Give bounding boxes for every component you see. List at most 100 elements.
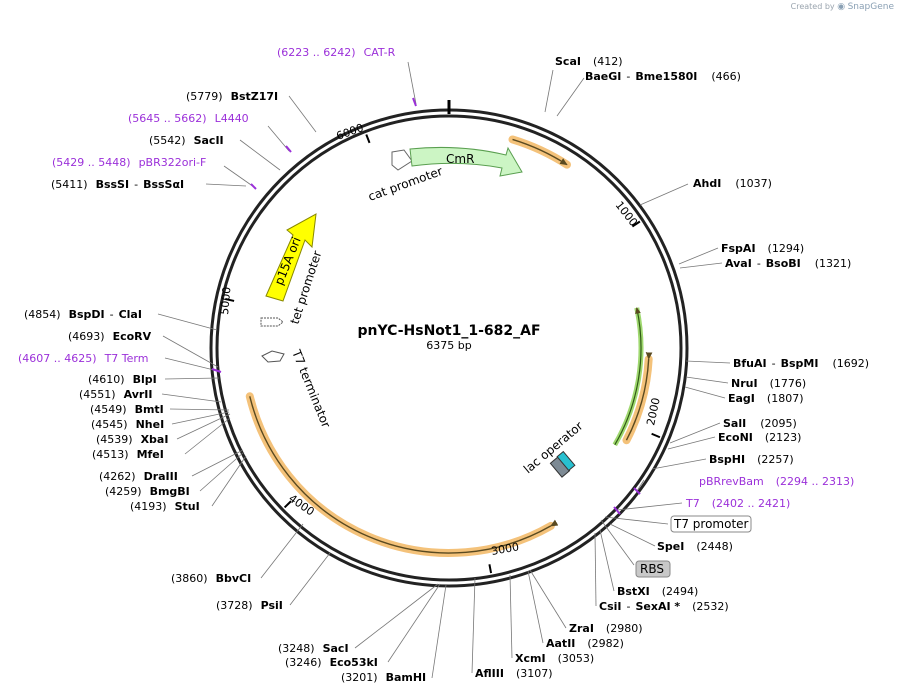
enzyme-labels-right: ScaI(412) BaeGI-Bme1580I(466) AhdI(1037)…	[475, 55, 869, 680]
cmr-label: CmR	[446, 152, 474, 166]
leader-line-4	[679, 262, 723, 269]
enzyme-aatii[interactable]: AatII(2982)	[546, 637, 624, 650]
lac-operator-label: lac operator	[521, 419, 586, 477]
primer-mark-pbrrevbam	[633, 487, 641, 495]
enzyme-bfuai[interactable]: BfuAI-BspMI(1692)	[733, 357, 869, 370]
orf-right-frame-arrow[interactable]	[625, 352, 653, 441]
leader-line-15	[527, 570, 544, 644]
enzyme-saci[interactable]: (3248)SacI	[278, 642, 349, 655]
primer-t7-term[interactable]: (4607 .. 4625)T7 Term	[18, 352, 148, 365]
tet-promoter-arrow-icon	[260, 317, 284, 327]
primer-l4440[interactable]: (5645 .. 5662)L4440	[128, 112, 249, 125]
brand-prefix: Created by	[790, 2, 835, 11]
enzyme-xcmi[interactable]: XcmI(3053)	[515, 652, 594, 665]
primer-pbrrevbam[interactable]: pBRrevBam(2294 .. 2313)	[699, 475, 854, 488]
backbone-inner-ring	[215, 114, 683, 582]
enzyme-fspai[interactable]: FspAI(1294)	[721, 242, 804, 255]
feature-lac-operator[interactable]: lac operator	[521, 419, 586, 478]
lac-operator-cyan-icon	[556, 450, 576, 472]
primer-cat-r[interactable]: (6223 .. 6242)CAT-R	[277, 46, 396, 59]
enzyme-labels-bottom-left: (3201)BamHI (3246)Eco53kI (3248)SacI (37…	[24, 90, 426, 684]
primer-site-marks	[211, 97, 641, 515]
leader-line-10	[651, 458, 707, 470]
enzyme-scai[interactable]: ScaI(412)	[555, 55, 623, 68]
enzyme-bspdi[interactable]: (4854)BspDI-ClaI	[24, 308, 142, 321]
brand-credit: Created by ◉ SnapGene	[791, 2, 894, 12]
plasmid-size: 6375 bp	[426, 339, 471, 352]
enzyme-nhei[interactable]: (4545)NheI	[91, 418, 164, 431]
enzyme-bstxi[interactable]: BstXI(2494)	[617, 585, 698, 598]
enzyme-spei[interactable]: SpeI(2448)	[657, 540, 733, 553]
t7-terminator-label: T7 terminator	[289, 347, 333, 430]
primer-pbr322ori-f[interactable]: (5429 .. 5448)pBR322ori-F	[52, 156, 206, 169]
enzyme-csii[interactable]: CsiI-SexAI *(2532)	[599, 600, 729, 613]
leader-line-18	[431, 584, 447, 679]
boxed-label-rbs[interactable]: RBS	[635, 560, 671, 578]
feature-cmr[interactable]: CmR	[409, 146, 523, 177]
orf-cmr-frame-arrow[interactable]	[512, 138, 568, 166]
orf-large-frame-arrow[interactable]	[249, 396, 559, 554]
cmr-arrow-icon	[409, 146, 523, 177]
snapgene-logo-icon: ◉	[837, 2, 846, 12]
enzyme-afliii[interactable]: AflIII(3107)	[475, 667, 553, 680]
enzyme-bbvci[interactable]: (3860)BbvCI	[171, 572, 251, 585]
leader-line-30	[161, 393, 222, 403]
tick-label-2000: 2000	[644, 397, 663, 427]
enzyme-sali[interactable]: SalI(2095)	[723, 417, 797, 430]
t7-promoter-label: T7 promoter	[673, 517, 749, 531]
leader-line-43	[604, 516, 669, 525]
brand-name: SnapGene	[847, 2, 894, 12]
enzyme-bstz17i[interactable]: (5779)BstZ17I	[186, 90, 278, 103]
cat-promoter-arrow-icon	[391, 149, 413, 171]
enzyme-econi[interactable]: EcoNI(2123)	[718, 431, 801, 444]
tick-1000	[631, 220, 641, 228]
enzyme-ahdi[interactable]: AhdI(1037)	[693, 177, 772, 190]
enzyme-draiii[interactable]: (4262)DraIII	[99, 470, 178, 483]
enzyme-sacii[interactable]: (5542)SacII	[149, 134, 224, 147]
leader-line-9	[667, 436, 716, 450]
feature-t7-terminator[interactable]: T7 terminator	[261, 347, 333, 430]
primer-labels: (6223 .. 6242)CAT-R (5645 .. 5662)L4440 …	[18, 46, 854, 510]
enzyme-ecorv[interactable]: (4693)EcoRV	[68, 330, 152, 343]
enzyme-blpi[interactable]: (4610)BlpI	[88, 373, 157, 386]
leader-line-41	[636, 479, 645, 492]
leader-line-20	[354, 583, 439, 649]
primer-mark-l4440	[285, 145, 292, 153]
rbs-label: RBS	[640, 562, 664, 576]
enzyme-stui[interactable]: (4193)StuI	[130, 500, 200, 513]
enzyme-bamhi[interactable]: (3201)BamHI	[341, 671, 426, 684]
enzyme-psii[interactable]: (3728)PsiI	[216, 599, 283, 612]
enzyme-xbai[interactable]: (4539)XbaI	[96, 433, 168, 446]
boxed-label-t7-promoter[interactable]: T7 promoter	[670, 515, 752, 533]
leader-line-23	[211, 455, 247, 507]
enzyme-bmti[interactable]: (4549)BmtI	[90, 403, 164, 416]
leader-line-5	[685, 360, 731, 364]
enzyme-zrai[interactable]: ZraI(2980)	[569, 622, 643, 635]
primer-mark-pbr322ori-f	[250, 183, 257, 190]
leader-line-2	[639, 183, 689, 206]
enzyme-eagi[interactable]: EagI(1807)	[728, 392, 803, 405]
leader-line-14	[529, 569, 567, 629]
enzyme-bmgbi[interactable]: (4259)BmgBI	[105, 485, 190, 498]
leader-line-39	[223, 165, 255, 188]
tick-3000	[488, 564, 493, 574]
rbs-box	[635, 560, 671, 578]
enzyme-bsphi[interactable]: BspHI(2257)	[709, 453, 794, 466]
enzyme-mfei[interactable]: (4513)MfeI	[92, 448, 164, 461]
enzyme-avrii[interactable]: (4551)AvrII	[79, 388, 152, 401]
enzyme-avai[interactable]: AvaI-BsoBI(1321)	[725, 257, 851, 270]
leader-line-1	[556, 77, 585, 117]
leader-line-32	[162, 335, 219, 368]
orf-green-arrow[interactable]	[614, 307, 642, 446]
t7-terminator-icon	[261, 350, 285, 363]
cat-promoter-label: cat promoter	[366, 164, 444, 204]
primer-t7[interactable]: T7(2402 .. 2421)	[685, 497, 790, 510]
plasmid-name: pnYC-HsNot1_1-682_AF	[357, 323, 540, 339]
leader-line-26	[184, 417, 231, 455]
enzyme-bsssi[interactable]: (5411)BssSI-BssSαI	[51, 178, 184, 191]
primer-mark-t7	[613, 506, 621, 515]
enzyme-baegi[interactable]: BaeGI-Bme1580I(466)	[585, 70, 741, 83]
leader-line-28	[171, 411, 230, 425]
enzyme-eco53ki[interactable]: (3246)Eco53kI	[285, 656, 378, 669]
enzyme-nrui[interactable]: NruI(1776)	[731, 377, 806, 390]
